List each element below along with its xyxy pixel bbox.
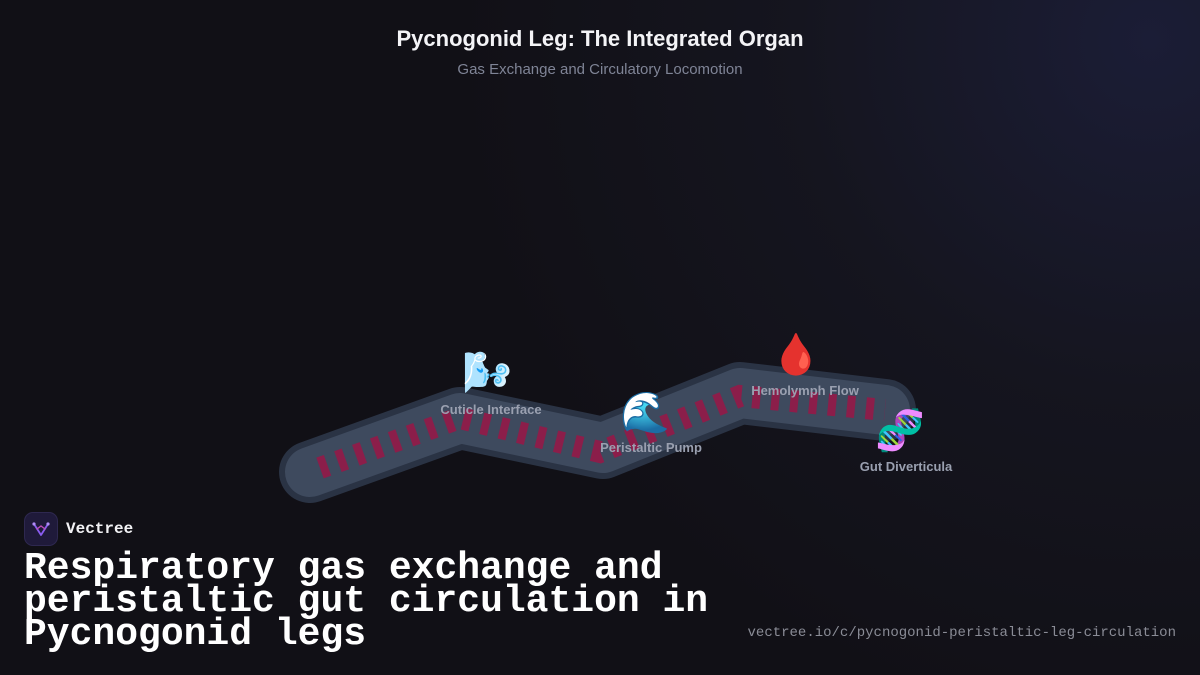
page-subtitle: Gas Exchange and Circulatory Locomotion — [457, 61, 743, 78]
wave-icon: 🌊 — [620, 389, 670, 436]
blood-drop-icon: 🩸 — [771, 331, 821, 378]
vectree-logo-mark — [32, 522, 50, 536]
headline: Respiratory gas exchange and peristaltic… — [24, 547, 709, 656]
node-label-hemolymph-flow: Hemolymph Flow — [751, 383, 860, 398]
vectree-logo — [24, 512, 58, 546]
leg-body — [279, 362, 916, 503]
gut-diverticulum — [316, 384, 887, 479]
node-label-cuticle-interface: Cuticle Interface — [440, 402, 541, 417]
wind-icon: 🌬️ — [462, 350, 512, 396]
page-title: Pycnogonid Leg: The Integrated Organ — [396, 26, 804, 51]
node-label-gut-diverticula: Gut Diverticula — [860, 459, 953, 474]
node-cuticle-interface: 🌬️ Cuticle Interface — [440, 350, 541, 417]
brand-name: Vectree — [66, 520, 134, 538]
dna-icon: 🧬 — [875, 406, 925, 454]
brand: Vectree — [24, 512, 133, 546]
node-label-peristaltic-pump: Peristaltic Pump — [600, 440, 702, 455]
node-gut-diverticula: 🧬 Gut Diverticula — [860, 406, 953, 474]
node-peristaltic-pump: 🌊 Peristaltic Pump — [600, 389, 702, 455]
source-url: vectree.io/c/pycnogonid-peristaltic-leg-… — [747, 625, 1176, 641]
node-hemolymph-flow: 🩸 Hemolymph Flow — [751, 331, 860, 398]
